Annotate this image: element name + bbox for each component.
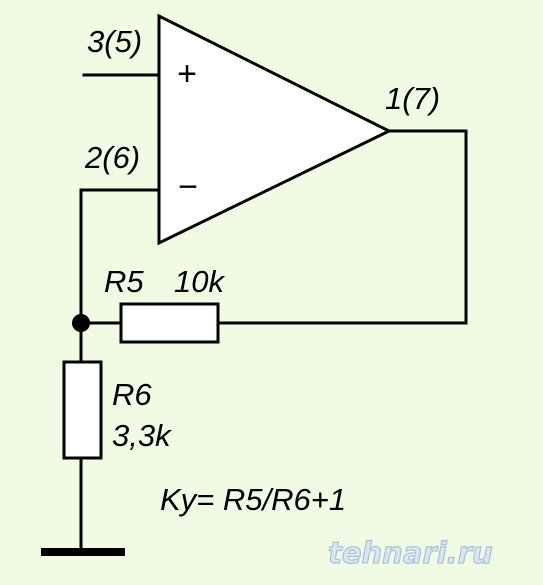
- noninverting-pin-label: 3(5): [87, 24, 142, 59]
- r6-value-label: 3,3k: [112, 418, 172, 453]
- watermark-logo: tehnari.ru: [328, 536, 493, 570]
- r5-value-label: 10k: [174, 264, 225, 299]
- output-feedback-wire: [216, 129, 468, 325]
- plus-sign: +: [177, 55, 197, 93]
- inverting-input-wire: [79, 188, 161, 325]
- r5-resistor: [119, 302, 220, 344]
- junction-dot: [72, 314, 90, 332]
- gain-formula: Ky= R5/R6+1: [160, 482, 346, 517]
- output-pin-label: 1(7): [385, 81, 440, 116]
- r5-name-label: R5: [104, 264, 144, 299]
- r6-resistor: [62, 360, 103, 460]
- r6-name-label: R6: [112, 377, 152, 412]
- ground-bar: [41, 548, 125, 556]
- inverting-pin-label: 2(6): [84, 140, 140, 175]
- minus-sign: −: [178, 168, 198, 206]
- opamp-triangle: [157, 13, 393, 246]
